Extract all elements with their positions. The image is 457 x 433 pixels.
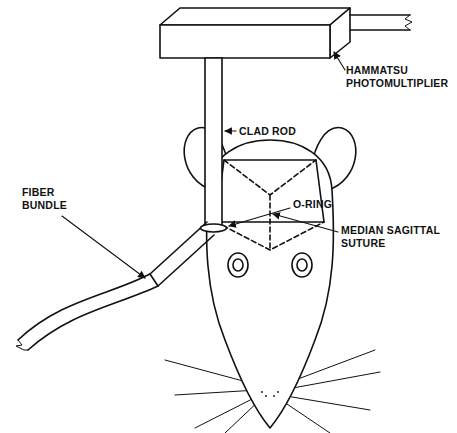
photomultiplier-box — [160, 8, 350, 58]
part-label: MEDIAN SAGITTAL SUTURE — [341, 224, 453, 250]
o-ring — [201, 224, 227, 232]
part-label: HAMMATSU PHOTOMULTIPLIER — [346, 64, 454, 90]
clad-rod — [205, 58, 222, 228]
leader-lines — [62, 52, 345, 278]
eyes — [228, 253, 312, 277]
part-label: O-RING — [293, 198, 353, 211]
rat-head — [207, 140, 334, 428]
fiber-bundle — [16, 222, 214, 350]
part-label: CLAD ROD — [239, 125, 319, 138]
signal-cable — [350, 15, 412, 30]
snout-dots — [261, 391, 279, 397]
part-label: FIBER BUNDLE — [22, 186, 82, 212]
